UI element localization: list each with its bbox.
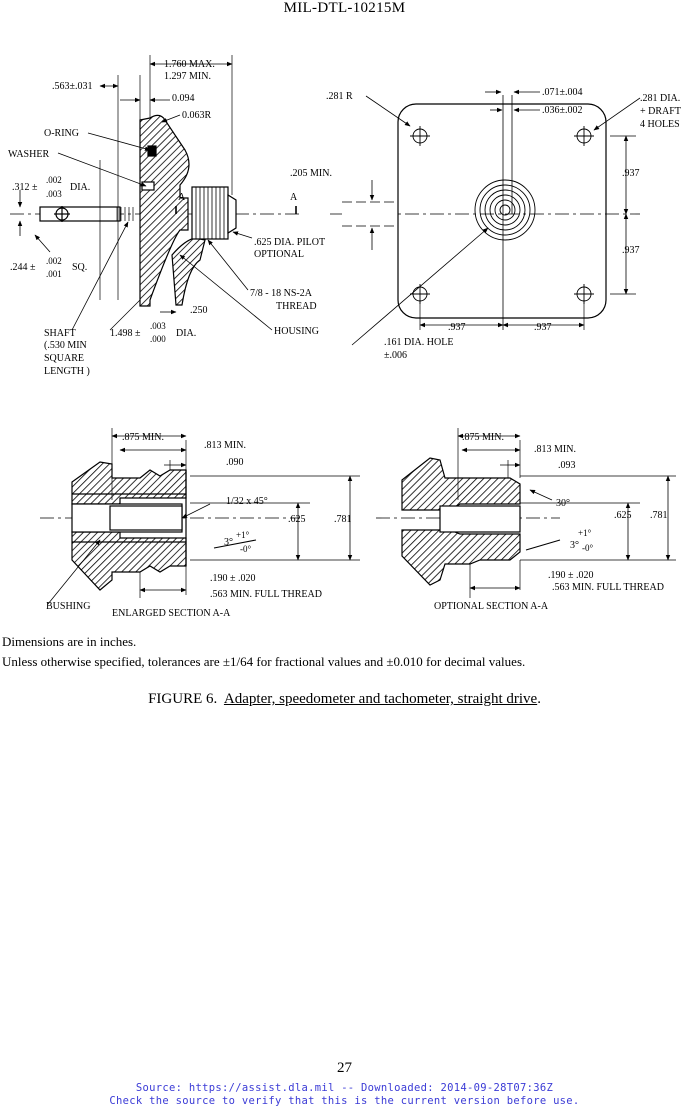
- label-shaft: SHAFT: [44, 328, 76, 339]
- dim-enl-minus0: -0°: [240, 544, 251, 554]
- dim-enl-plus1: +1°: [236, 530, 250, 540]
- section-marker-a-2: A: [290, 192, 298, 203]
- dim-opt-781: .781: [650, 510, 668, 521]
- dim-312-tol-upper: .002: [46, 175, 62, 185]
- dim-sq: SQ.: [72, 262, 87, 273]
- dim-opt-875: .875 MIN.: [462, 432, 504, 443]
- enlarged-section-view: [40, 428, 360, 605]
- front-view: [330, 89, 641, 346]
- dim-161-hole: .161 DIA. HOLE: [384, 337, 453, 348]
- dim-4-holes: 4 HOLES: [640, 119, 680, 130]
- source-line-2: Check the source to verify that this is …: [109, 1095, 580, 1107]
- dim-opt-3deg: 3°: [570, 540, 579, 551]
- dim-281-dia: .281 DIA.: [640, 93, 680, 104]
- section-marker-a-1: A: [178, 192, 186, 203]
- dim-thread: 7/8 - 18 NS-2A: [250, 288, 313, 299]
- note-units: Dimensions are in inches.: [2, 634, 137, 649]
- dim-563: .563±.031: [52, 81, 93, 92]
- dim-opt-30deg: 30°: [556, 498, 570, 509]
- dim-1498: 1.498 ±: [110, 328, 141, 339]
- dim-opt-093: .093: [558, 460, 576, 471]
- dim-draft: + DRAFT: [640, 106, 681, 117]
- note-tolerances: Unless otherwise specified, tolerances a…: [2, 654, 526, 669]
- dim-036: .036±.002: [542, 105, 583, 116]
- dim-enl-3deg: 3°: [224, 537, 233, 548]
- dim-937-right: .937: [534, 322, 552, 333]
- dim-937-lower: .937: [622, 245, 640, 256]
- label-washer: WASHER: [8, 149, 49, 160]
- document-id-header: MIL-DTL-10215M: [283, 0, 406, 16]
- label-shaft-note-3: LENGTH ): [44, 366, 90, 377]
- dim-937-upper: .937: [622, 168, 640, 179]
- side-view: [10, 55, 300, 331]
- dim-enl-781: .781: [334, 514, 352, 525]
- dim-enl-563: .563 MIN. FULL THREAD: [210, 589, 322, 600]
- dim-opt-minus0: -0°: [582, 543, 593, 553]
- dim-1760-max: 1.760 MAX.: [164, 59, 215, 70]
- optional-section-view: [376, 428, 676, 598]
- engineering-drawing: .563±.031 1.760 MAX. 1.297 MIN. 0.094 0.…: [8, 55, 681, 619]
- dim-dia-1: DIA.: [70, 182, 90, 193]
- dim-625-pilot: .625 DIA. PILOT: [254, 237, 325, 248]
- dim-enl-625: .625: [288, 514, 306, 525]
- label-shaft-note-1: (.530 MIN: [44, 340, 87, 351]
- label-enlarged-section: ENLARGED SECTION A-A: [112, 608, 231, 619]
- dim-thread-2: THREAD: [276, 301, 317, 312]
- dim-312-tol-lower: .003: [46, 189, 62, 199]
- dim-enl-190: .190 ± .020: [210, 573, 256, 584]
- dim-opt-563: .563 MIN. FULL THREAD: [552, 582, 664, 593]
- dim-enl-chamfer: 1/32 x 45°: [226, 496, 268, 507]
- dim-opt-625: .625: [614, 510, 632, 521]
- label-bushing: BUSHING: [46, 601, 90, 612]
- dim-937-left: .937: [448, 322, 466, 333]
- dim-enl-813: .813 MIN.: [204, 440, 246, 451]
- dim-250: .250: [190, 305, 208, 316]
- dim-opt-plus1: +1°: [578, 528, 592, 538]
- dim-094: 0.094: [172, 93, 195, 104]
- dim-opt-190: .190 ± .020: [548, 570, 594, 581]
- dim-enl-090: .090: [226, 457, 244, 468]
- dim-dia-2: DIA.: [176, 328, 196, 339]
- dim-244-tol-lower: .001: [46, 269, 62, 279]
- source-line-1: Source: https://assist.dla.mil -- Downlo…: [135, 1082, 554, 1094]
- drawing-labels: .563±.031 1.760 MAX. 1.297 MIN. 0.094 0.…: [8, 59, 681, 619]
- figure-number: FIGURE 6.: [148, 691, 218, 707]
- dim-161-tol: ±.006: [384, 350, 407, 361]
- dim-1498-tol-upper: .003: [150, 321, 166, 331]
- label-housing: HOUSING: [274, 326, 319, 337]
- dim-063r: 0.063R: [182, 110, 212, 121]
- label-shaft-note-2: SQUARE: [44, 353, 84, 364]
- figure-title: Adapter, speedometer and tachometer, str…: [223, 691, 538, 707]
- label-optional-section: OPTIONAL SECTION A-A: [434, 601, 549, 612]
- dim-244-tol-upper: .002: [46, 256, 62, 266]
- label-o-ring: O-RING: [44, 128, 79, 139]
- dim-312: .312 ±: [12, 182, 38, 193]
- dim-244: .244 ±: [10, 262, 36, 273]
- dim-205-min: .205 MIN.: [290, 168, 332, 179]
- figure-period: .: [537, 691, 541, 707]
- dim-enl-875: .875 MIN.: [122, 432, 164, 443]
- dim-281-r: .281 R: [326, 91, 353, 102]
- dim-1498-tol-lower: .000: [150, 334, 166, 344]
- dim-1297-min: 1.297 MIN.: [164, 71, 211, 82]
- dim-071: .071±.004: [542, 87, 583, 98]
- figure-caption: FIGURE 6. Adapter, speedometer and tacho…: [0, 691, 689, 708]
- dim-optional: OPTIONAL: [254, 249, 304, 260]
- page-number: 27: [337, 1060, 352, 1076]
- dim-opt-813: .813 MIN.: [534, 444, 576, 455]
